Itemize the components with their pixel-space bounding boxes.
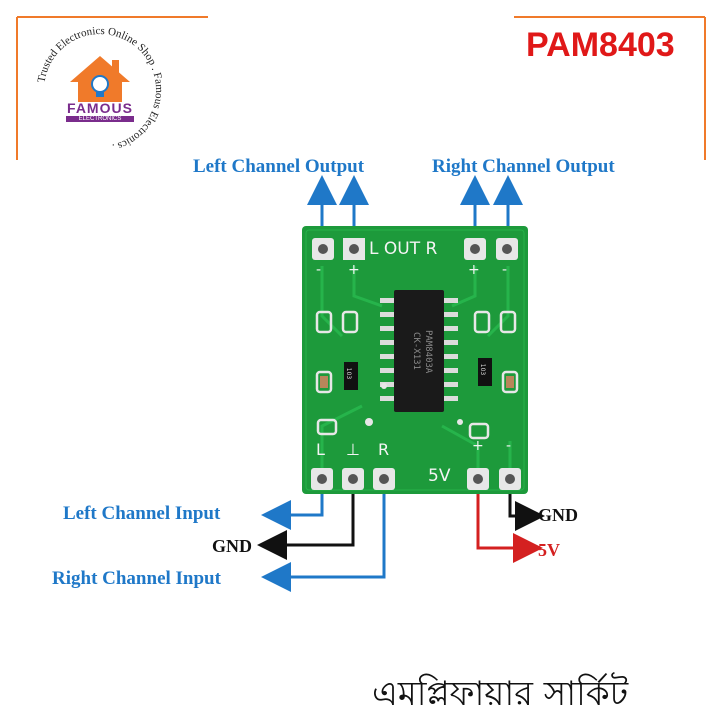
label-gnd-input: GND — [212, 536, 252, 556]
label-right-output: Right Channel Output — [432, 156, 615, 177]
resistor-label-left: 103 — [345, 367, 353, 380]
label-left-input: Left Channel Input — [63, 503, 221, 524]
arrow-gnd-in — [257, 480, 355, 560]
arrow-5v — [476, 480, 543, 563]
chip-marking: PAM8403A CK-X131 — [404, 330, 434, 374]
label-5v: 5V — [538, 540, 560, 560]
label-right-input: Right Channel Input — [52, 568, 221, 589]
chip-text-2: CK-X131 — [411, 332, 421, 370]
silk-left-minus: - — [316, 262, 322, 278]
silk-gnd: ⊥ — [346, 440, 360, 459]
pcb-board: L OUT R - + + - PAM8403A CK-X131 103 103… — [302, 226, 528, 494]
label-left-output: Left Channel Output — [193, 156, 365, 177]
silk-right-minus: - — [502, 262, 508, 278]
silk-right-plus: + — [468, 262, 480, 278]
resistor-label-right: 103 — [479, 363, 487, 376]
caption-bengali: এমপ্লিফায়ার সার্কিট — [372, 674, 629, 714]
silk-pwr-minus: - — [506, 438, 512, 454]
silk-left-plus: + — [348, 262, 360, 278]
silk-pwr-plus: + — [472, 438, 484, 454]
brand-logo: Trusted Electronics Online Shop . Famous… — [30, 20, 170, 160]
product-title: PAM8403 — [526, 26, 675, 64]
label-gnd-power: GND — [538, 505, 578, 525]
silk-5v: 5V — [428, 466, 451, 486]
silk-lout-r: L OUT R — [369, 239, 438, 259]
brand-name: FAMOUS — [67, 100, 133, 116]
silk-r: R — [378, 440, 390, 459]
brand-sub: ELECTRONICS — [66, 116, 134, 122]
arrow-right-in — [261, 480, 386, 592]
silk-l: L — [316, 440, 325, 459]
chip-text-1: PAM8403A — [423, 330, 433, 374]
